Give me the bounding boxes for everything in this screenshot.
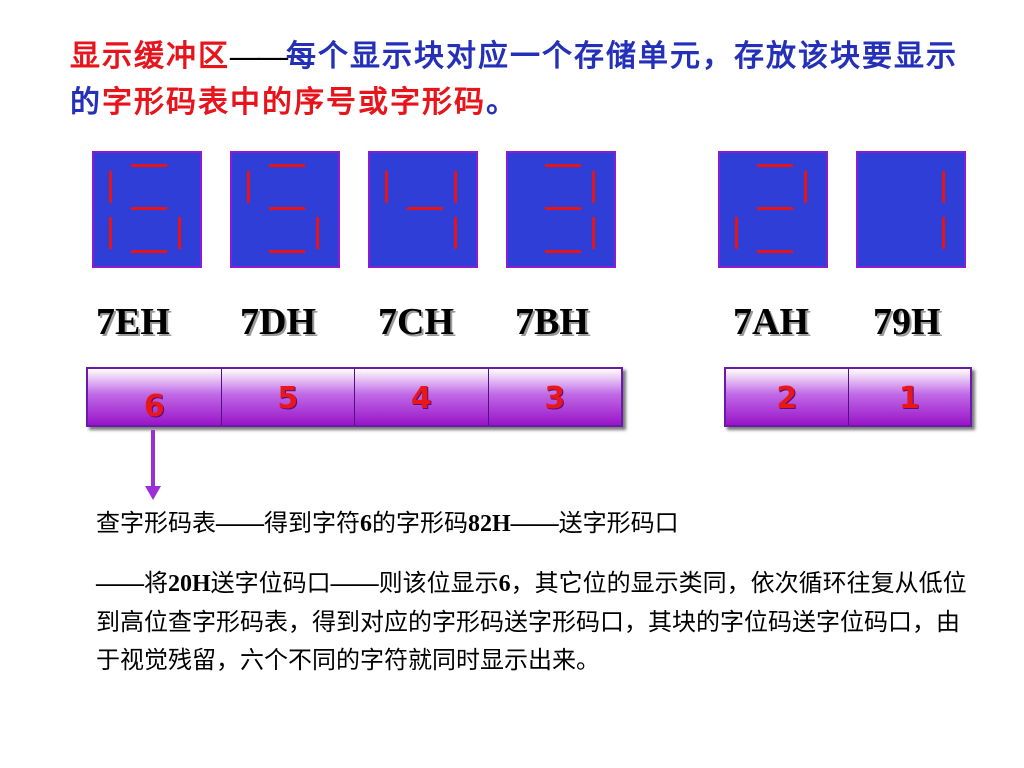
address-label: 7EH: [96, 301, 170, 343]
segment-f: [385, 171, 388, 203]
segment-c: [316, 217, 319, 249]
segment-a: [269, 164, 305, 167]
seven-segment-digit-6: [92, 151, 202, 268]
position-code: 20H: [168, 571, 211, 597]
segment-e: [109, 217, 112, 249]
text-segment: 将: [144, 569, 168, 597]
title-dash: ——: [230, 40, 288, 73]
buffer-cell: 3: [488, 369, 621, 425]
segment-code: 82H: [468, 511, 511, 537]
segment-a: [545, 164, 581, 167]
char-number: 6: [498, 571, 511, 597]
segment-g: [131, 207, 167, 210]
text-segment: 得到字符: [264, 509, 360, 537]
segment-g: [545, 207, 581, 210]
buffer-cell-value: 5: [277, 381, 299, 416]
buffer-cell-value: 3: [544, 381, 566, 416]
char-number: 6: [360, 511, 372, 537]
segment-g: [757, 207, 793, 210]
slide-title: 显示缓冲区——每个显示块对应一个存储单元，存放该块要显示的字形码表中的序号或字形…: [70, 34, 970, 126]
segment-g: [269, 207, 305, 210]
seven-segment-digit-2: [718, 151, 828, 268]
text-segment: ，其它位的显示类同，依次循环往复从低位到高位查字形码表，得到对应的字形码送字形码…: [96, 569, 967, 674]
address-label: 7BH: [515, 301, 589, 343]
buffer-cell: 6: [88, 369, 222, 425]
text-segment: 查字形码表: [96, 509, 216, 537]
buffer-cell: 2: [726, 369, 849, 425]
segment-c: [942, 217, 945, 249]
seven-segment-digit-1: [856, 151, 966, 268]
segment-d: [757, 250, 793, 253]
explanation-paragraph: ——将20H送字位码口——则该位显示6，其它位的显示类同，依次循环往复从低位到高…: [96, 564, 976, 679]
dash: ——: [330, 571, 379, 597]
buffer-cell: 5: [221, 369, 355, 425]
dash: ——: [216, 511, 264, 537]
segment-b: [804, 171, 807, 203]
address-label: 7CH: [378, 301, 454, 343]
display-buffer-group-2: 2 1: [724, 367, 972, 427]
down-arrow-icon: [145, 430, 161, 502]
title-desc: 每个显示块对应一个存储单元，存放该块要显示的: [70, 39, 958, 120]
segment-a: [131, 164, 167, 167]
buffer-cell: 1: [848, 369, 970, 425]
seven-segment-digit-5: [230, 151, 340, 268]
address-label: 7DH: [240, 301, 316, 343]
text-segment: 则该位显示: [378, 569, 499, 597]
address-label: 7AH: [733, 301, 809, 343]
segment-d: [131, 250, 167, 253]
segment-c: [178, 217, 181, 249]
display-buffer-group-1: 6 5 4 3: [86, 367, 623, 427]
segment-b: [592, 171, 595, 203]
buffer-cell-value: 2: [776, 381, 798, 416]
segment-d: [545, 250, 581, 253]
dash: ——: [510, 511, 559, 537]
title-period: 。: [486, 85, 518, 120]
segment-g: [407, 207, 443, 210]
dash: ——: [96, 571, 144, 597]
title-highlight: 字形码表中的序号或字形码: [102, 85, 486, 120]
segment-b: [454, 171, 457, 203]
buffer-cell-value: 4: [410, 381, 432, 416]
buffer-cell: 4: [355, 369, 489, 425]
segment-c: [592, 217, 595, 249]
text-segment: 送字位码口: [210, 569, 331, 597]
seven-segment-digit-4: [368, 151, 478, 268]
text-segment: 送字形码口: [558, 509, 679, 537]
segment-c: [454, 217, 457, 249]
segment-d: [269, 250, 305, 253]
address-label: 79H: [873, 301, 941, 343]
buffer-cell-value: 1: [898, 381, 920, 416]
segment-e: [735, 217, 738, 249]
segment-a: [757, 164, 793, 167]
segment-f: [109, 171, 112, 203]
text-segment: 的字形码: [372, 509, 468, 537]
segment-f: [247, 171, 250, 203]
seven-segment-digit-3: [506, 151, 616, 268]
explanation-line-1: 查字形码表——得到字符6的字形码82H——送字形码口: [96, 506, 976, 541]
buffer-cell-value: 6: [143, 389, 165, 424]
title-term: 显示缓冲区: [70, 39, 230, 74]
segment-b: [942, 171, 945, 203]
